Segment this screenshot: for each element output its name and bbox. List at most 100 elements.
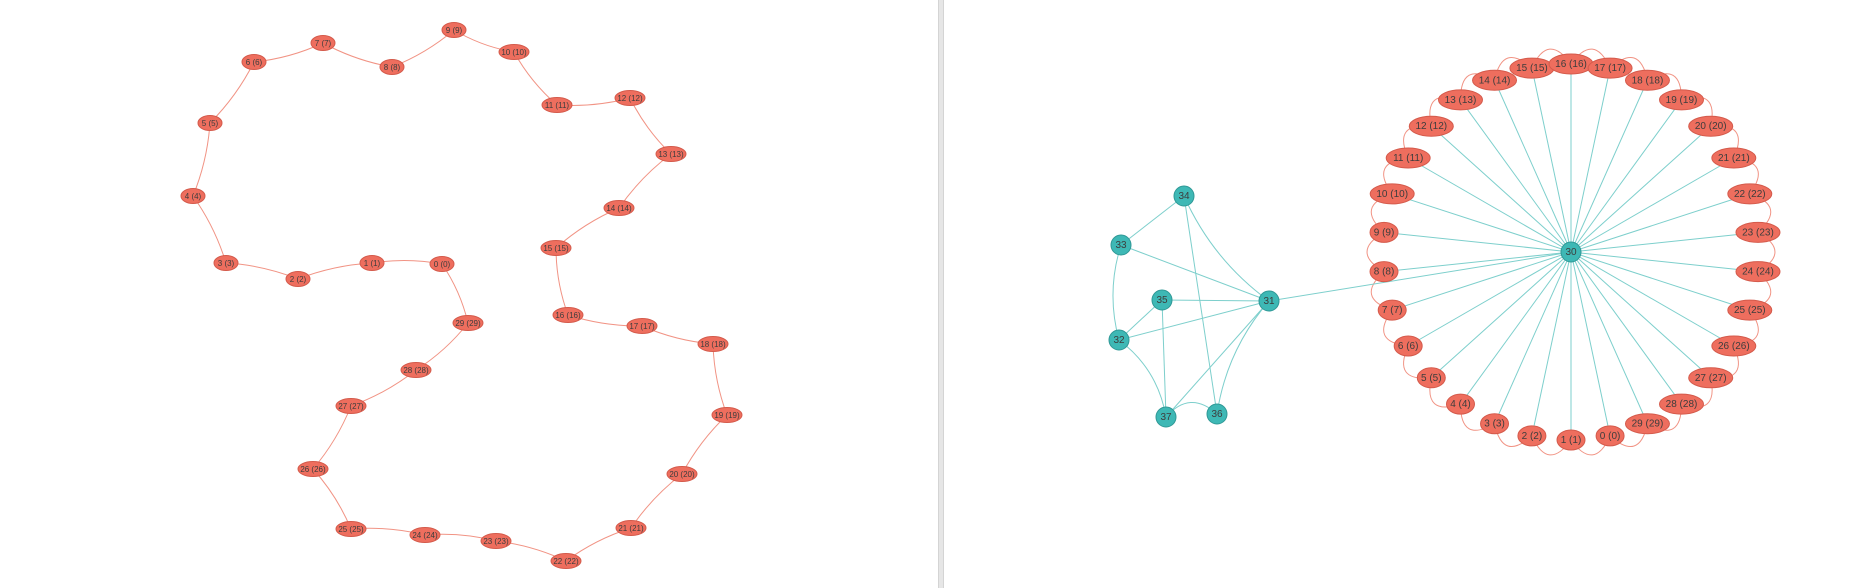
graph-node-28[interactable]: 28 (28) <box>1659 393 1705 415</box>
graph-node-18[interactable]: 18 (18) <box>1624 69 1670 91</box>
node-shape <box>429 256 455 272</box>
graph-node-33[interactable]: 33 <box>1110 234 1132 256</box>
graph-node-32[interactable]: 32 <box>1108 329 1130 351</box>
node-shape <box>1377 299 1407 321</box>
spoke-30-4 <box>1460 251 1572 405</box>
graph-node-1[interactable]: 1 (1) <box>1556 429 1586 451</box>
graph-node-8[interactable]: 8 (8) <box>379 59 405 75</box>
node-shape <box>1416 367 1446 389</box>
graph-node-12[interactable]: 12 (12) <box>614 90 646 106</box>
graph-node-19[interactable]: 19 (19) <box>711 407 743 423</box>
graph-node-21[interactable]: 21 (21) <box>615 520 647 536</box>
node-shape <box>697 336 729 352</box>
left-graph-canvas[interactable]: 0 (0) 1 (1) 2 (2) 3 (3) 4 (4) 5 (5) 6 (6) 7 (7)… <box>0 0 938 588</box>
graph-node-23[interactable]: 23 (23) <box>480 533 512 549</box>
graph-node-10[interactable]: 10 (10) <box>498 44 530 60</box>
node-shape <box>1173 185 1195 207</box>
graph-node-17[interactable]: 17 (17) <box>626 318 658 334</box>
node-label: 15 (15) <box>543 244 569 253</box>
graph-node-27[interactable]: 27 (27) <box>1688 367 1734 389</box>
graph-node-4[interactable]: 4 (4) <box>180 188 206 204</box>
node-shape <box>1659 89 1705 111</box>
graph-node-15[interactable]: 15 (15) <box>540 240 572 256</box>
node-shape <box>241 54 267 70</box>
node-label: 15 (15) <box>1516 63 1548 74</box>
graph-node-3[interactable]: 3 (3) <box>213 255 239 271</box>
graph-node-36[interactable]: 36 <box>1206 403 1228 425</box>
node-label: 7 (7) <box>1382 305 1403 316</box>
graph-node-7[interactable]: 7 (7) <box>310 35 336 51</box>
graph-node-7[interactable]: 7 (7) <box>1377 299 1407 321</box>
graph-node-12[interactable]: 12 (12) <box>1408 115 1454 137</box>
graph-node-10[interactable]: 10 (10) <box>1369 183 1415 205</box>
node-label: 0 (0) <box>1600 431 1621 442</box>
node-shape <box>409 527 441 543</box>
graph-node-34[interactable]: 34 <box>1173 185 1195 207</box>
graph-node-28[interactable]: 28 (28) <box>400 362 432 378</box>
graph-node-24[interactable]: 24 (24) <box>1735 261 1781 283</box>
graph-node-17[interactable]: 17 (17) <box>1587 57 1633 79</box>
graph-node-16[interactable]: 16 (16) <box>552 307 584 323</box>
graph-node-3[interactable]: 3 (3) <box>1480 413 1510 435</box>
graph-node-24[interactable]: 24 (24) <box>409 527 441 543</box>
node-shape <box>655 146 687 162</box>
spoke-30-22 <box>1570 193 1750 253</box>
hub-spokes <box>1383 64 1759 440</box>
graph-node-8[interactable]: 8 (8) <box>1369 261 1399 283</box>
graph-node-11[interactable]: 11 (11) <box>1385 147 1431 169</box>
graph-node-9[interactable]: 9 (9) <box>1369 221 1399 243</box>
graph-node-30[interactable]: 30 <box>1560 241 1582 263</box>
graph-node-6[interactable]: 6 (6) <box>1393 335 1423 357</box>
graph-node-13[interactable]: 13 (13) <box>1437 89 1483 111</box>
graph-node-13[interactable]: 13 (13) <box>655 146 687 162</box>
graph-node-16[interactable]: 16 (16) <box>1548 53 1594 75</box>
node-shape <box>297 461 329 477</box>
graph-node-14[interactable]: 14 (14) <box>603 200 635 216</box>
node-shape <box>335 398 367 414</box>
graph-node-5[interactable]: 5 (5) <box>1416 367 1446 389</box>
graph-node-2[interactable]: 2 (2) <box>1517 425 1547 447</box>
graph-node-14[interactable]: 14 (14) <box>1472 69 1518 91</box>
graph-node-29[interactable]: 29 (29) <box>452 315 484 331</box>
graph-node-5[interactable]: 5 (5) <box>197 115 223 131</box>
node-shape <box>552 307 584 323</box>
node-label: 1 (1) <box>364 259 381 268</box>
node-label: 36 <box>1211 409 1223 420</box>
node-label: 19 (19) <box>1666 95 1698 106</box>
graph-node-26[interactable]: 26 (26) <box>1711 335 1757 357</box>
graph-node-35[interactable]: 35 <box>1151 289 1173 311</box>
node-shape <box>180 188 206 204</box>
graph-node-25[interactable]: 25 (25) <box>335 521 367 537</box>
node-label: 5 (5) <box>1421 373 1442 384</box>
graph-node-20[interactable]: 20 (20) <box>1688 115 1734 137</box>
graph-node-25[interactable]: 25 (25) <box>1727 299 1773 321</box>
node-label: 29 (29) <box>1632 419 1664 430</box>
graph-node-6[interactable]: 6 (6) <box>241 54 267 70</box>
graph-node-4[interactable]: 4 (4) <box>1445 393 1475 415</box>
graph-node-27[interactable]: 27 (27) <box>335 398 367 414</box>
spoke-30-3 <box>1494 251 1572 424</box>
graph-node-1[interactable]: 1 (1) <box>359 255 385 271</box>
graph-node-20[interactable]: 20 (20) <box>666 466 698 482</box>
graph-node-18[interactable]: 18 (18) <box>697 336 729 352</box>
panel-divider[interactable] <box>938 0 944 588</box>
graph-node-15[interactable]: 15 (15) <box>1509 57 1555 79</box>
graph-node-0[interactable]: 0 (0) <box>429 256 455 272</box>
graph-node-31[interactable]: 31 <box>1258 290 1280 312</box>
graph-node-19[interactable]: 19 (19) <box>1659 89 1705 111</box>
graph-node-37[interactable]: 37 <box>1155 406 1177 428</box>
node-label: 7 (7) <box>315 39 332 48</box>
graph-node-0[interactable]: 0 (0) <box>1595 425 1625 447</box>
node-label: 5 (5) <box>202 119 219 128</box>
graph-node-9[interactable]: 9 (9) <box>441 22 467 38</box>
node-label: 26 (26) <box>300 465 326 474</box>
graph-node-2[interactable]: 2 (2) <box>285 271 311 287</box>
right-graph-canvas[interactable]: 0 (0) 1 (1) 2 (2) 3 (3)4 (4)5 (5) 6 (6) 7 (7)… <box>944 0 1862 588</box>
graph-node-26[interactable]: 26 (26) <box>297 461 329 477</box>
graph-node-23[interactable]: 23 (23) <box>1735 221 1781 243</box>
graph-node-22[interactable]: 22 (22) <box>1727 183 1773 205</box>
graph-node-11[interactable]: 11 (11) <box>541 97 573 113</box>
graph-node-22[interactable]: 22 (22) <box>550 553 582 569</box>
graph-node-29[interactable]: 29 (29) <box>1624 413 1670 435</box>
graph-node-21[interactable]: 21 (21) <box>1711 147 1757 169</box>
